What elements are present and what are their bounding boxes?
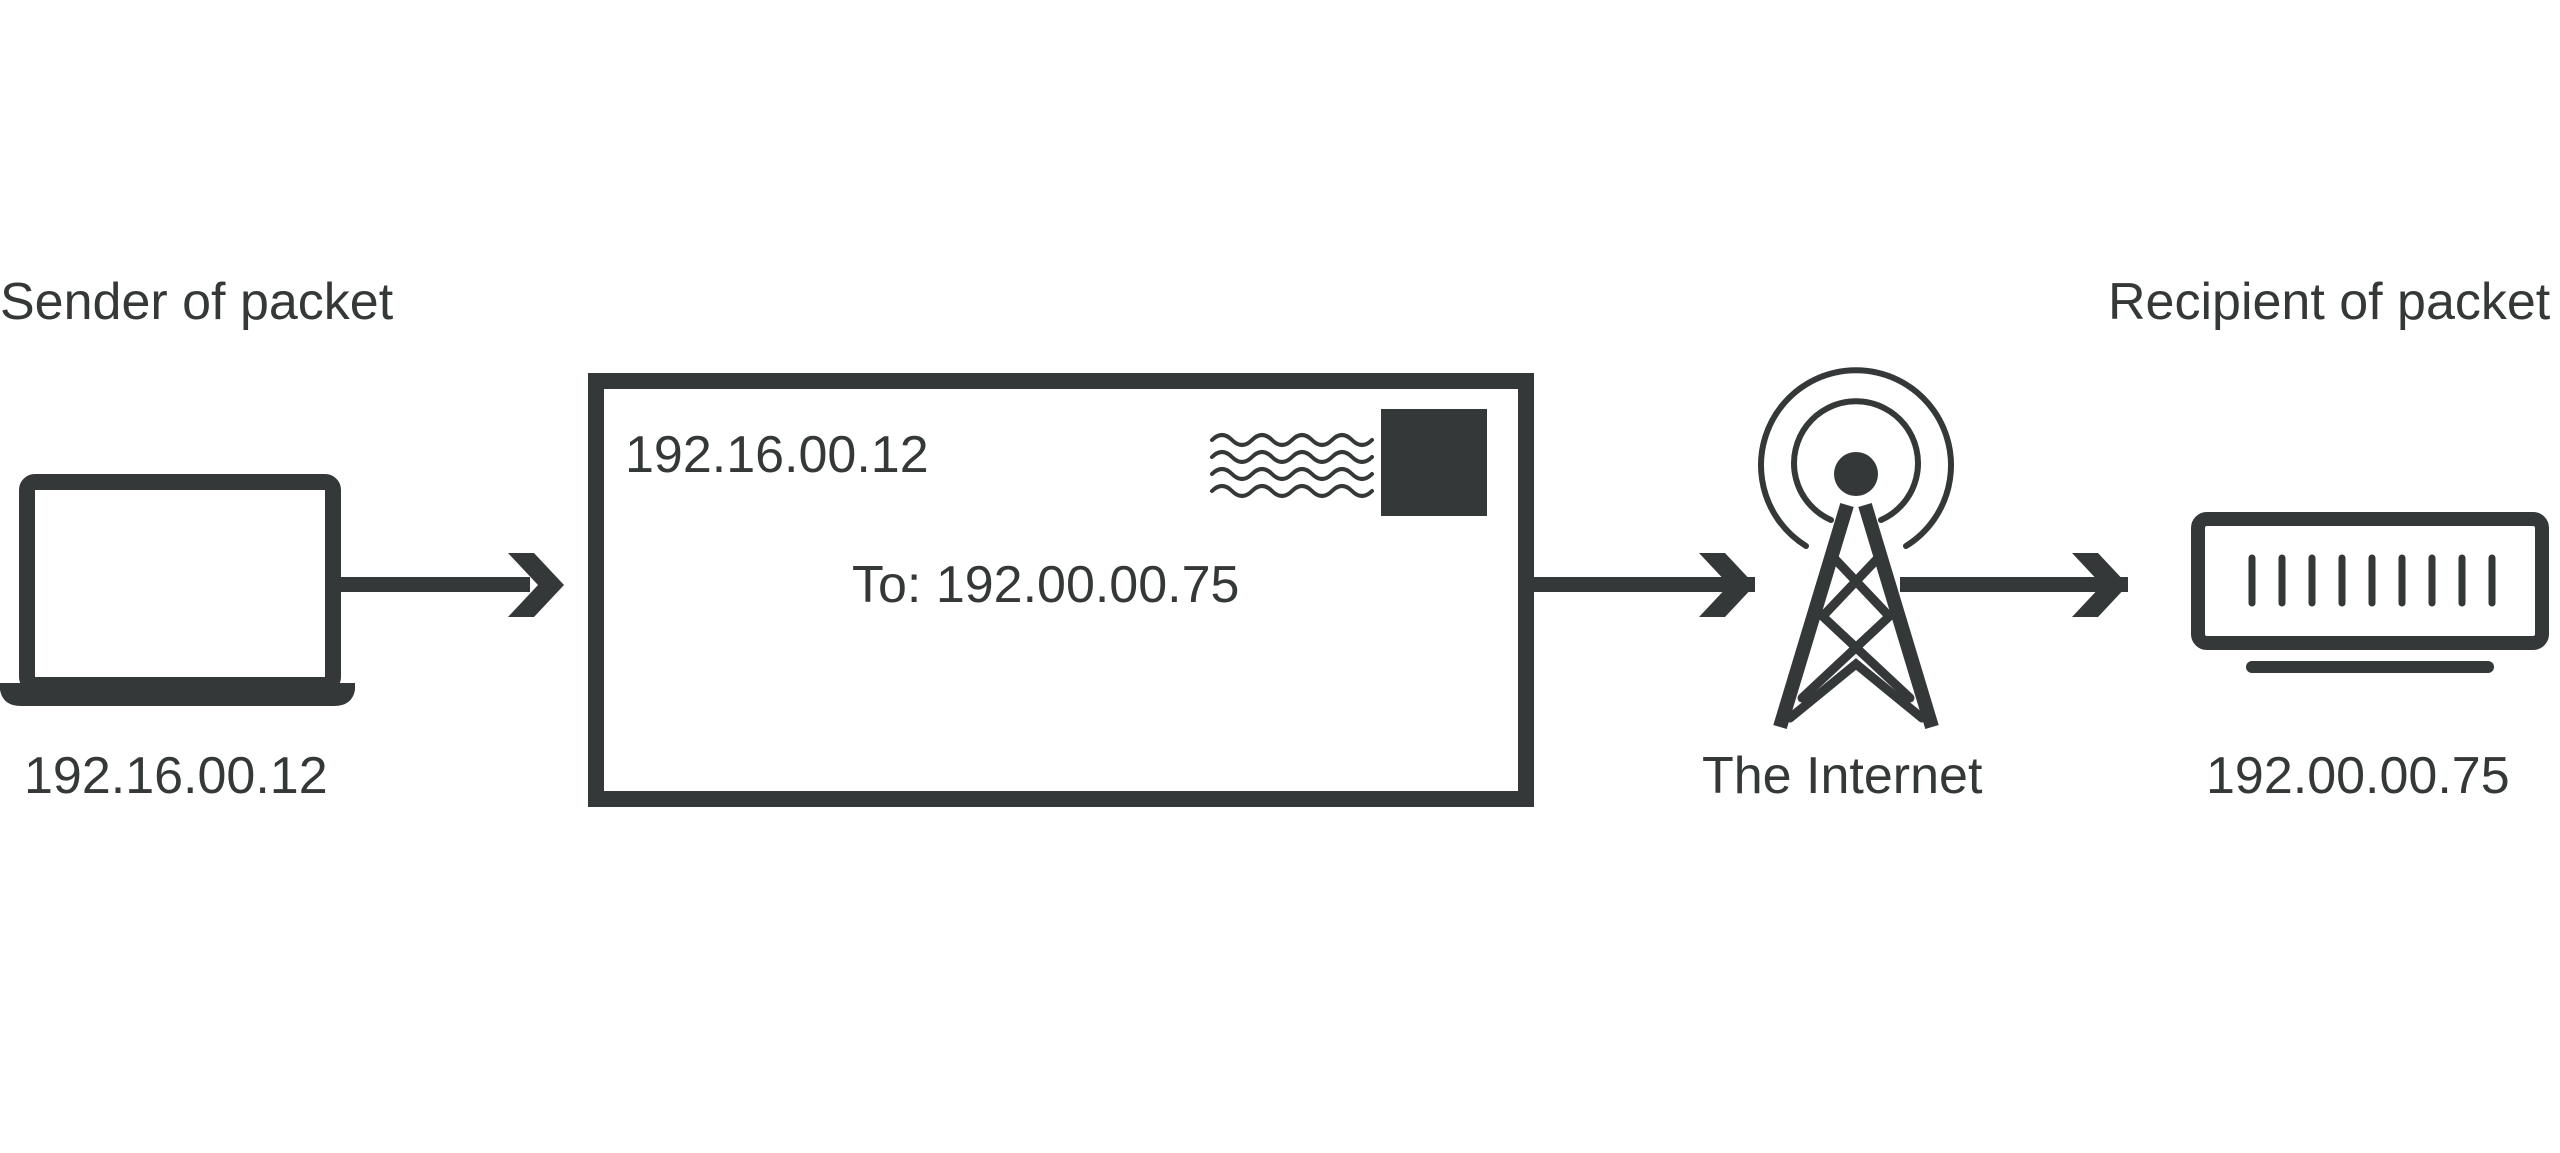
router-icon [2191, 512, 2549, 673]
sender-address: 192.16.00.12 [24, 747, 328, 805]
arrow-right-icon [335, 553, 564, 617]
stamp-icon [1381, 409, 1487, 516]
postmark-wave-icon [1210, 433, 1374, 498]
recipient-address: 192.00.00.75 [2206, 747, 2510, 805]
packet-return-address: 192.16.00.12 [625, 426, 929, 484]
laptop-icon [0, 474, 355, 706]
recipient-heading: Recipient of packet [2108, 273, 2551, 331]
sender-heading: Sender of packet [0, 273, 394, 331]
arrow-right-icon [1900, 553, 2128, 617]
packet-to-line: To: 192.00.00.75 [852, 556, 1240, 614]
internet-label: The Internet [1702, 747, 1983, 805]
envelope-icon [588, 373, 1534, 807]
radio-tower-icon [1758, 367, 1954, 730]
arrow-right-icon [1530, 553, 1755, 617]
